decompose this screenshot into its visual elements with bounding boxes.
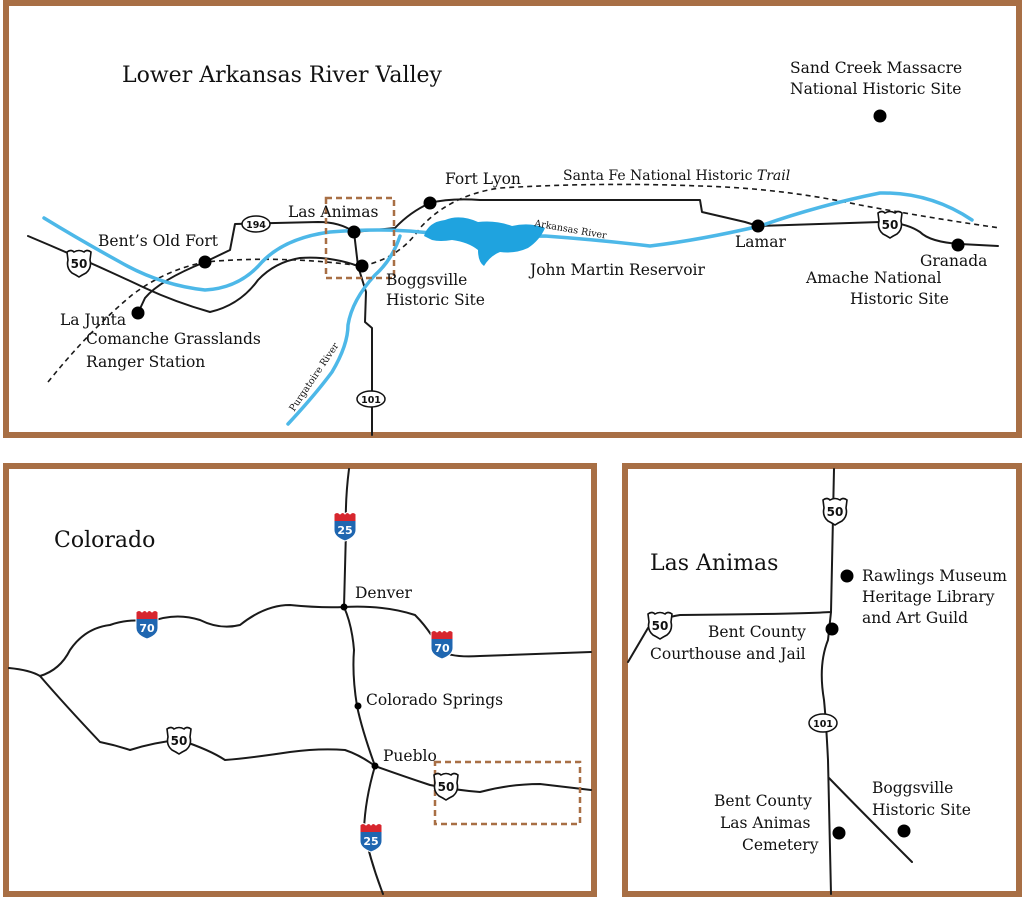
bents-fort-label: Bent’s Old Fort	[98, 232, 219, 250]
courthouse-label-2: Courthouse and Jail	[650, 645, 806, 663]
boggsville-town-label-1: Boggsville	[872, 779, 953, 797]
lamar-label: Lamar	[735, 233, 786, 251]
comanche-label-2: Ranger Station	[86, 353, 205, 371]
pueblo-dot	[371, 762, 379, 770]
us50-west-road	[27, 235, 359, 313]
rawlings-dot	[840, 569, 854, 583]
reservoir-label: John Martin Reservoir	[528, 261, 705, 279]
rawlings-label-1: Rawlings Museum	[862, 567, 1007, 585]
svg-text:50: 50	[438, 780, 455, 794]
co101-town-road	[820, 611, 832, 895]
las-animas-dot	[347, 225, 361, 239]
pueblo-label: Pueblo	[383, 747, 437, 765]
road-fort-lyon-lamar	[429, 198, 759, 227]
us50-shield-town-north: 50	[822, 497, 848, 526]
svg-text:25: 25	[363, 835, 378, 848]
us50-shield-colorado-east: 50	[433, 772, 459, 801]
colorado-panel: 25 25 70 70 50 50 Colorado Denver Colora…	[3, 463, 597, 897]
svg-text:50: 50	[882, 218, 899, 232]
colorado-springs-dot	[354, 702, 362, 710]
i70-shield-east: 70	[430, 630, 454, 660]
rawlings-label-2: Heritage Library	[862, 588, 995, 606]
svg-text:70: 70	[434, 642, 450, 655]
las-animas-title: Las Animas	[650, 551, 778, 576]
valley-panel: 50 50 194 101 Lower Arkansas River Valle…	[3, 0, 1022, 438]
las-animas-frame	[622, 463, 1022, 897]
boggsville-town-label-2: Historic Site	[872, 801, 971, 819]
us50-shield-east: 50	[877, 210, 903, 239]
amache-label-1: Amache National	[805, 269, 941, 287]
denver-label: Denver	[355, 584, 413, 602]
svg-text:70: 70	[139, 622, 155, 635]
svg-text:50: 50	[71, 257, 88, 271]
courthouse-label-1: Bent County	[708, 623, 806, 641]
co194-shield: 194	[241, 215, 271, 233]
sand-creek-label-2: National Historic Site	[790, 80, 961, 98]
valley-title: Lower Arkansas River Valley	[122, 63, 443, 88]
valley-inset-box	[433, 760, 582, 826]
rawlings-label-3: and Art Guild	[862, 609, 968, 627]
us50-shield-west: 50	[66, 249, 92, 278]
denver-dot	[340, 603, 348, 611]
purgatoire-river	[286, 234, 402, 426]
boggsville-town-dot	[897, 824, 911, 838]
santa-fe-trail	[47, 183, 1001, 383]
fort-lyon-label: Fort Lyon	[445, 170, 521, 188]
svg-text:50: 50	[827, 505, 844, 519]
las-animas-panel: 50 50 101 Las Animas Rawlings Museum Her…	[622, 463, 1022, 897]
svg-text:194: 194	[246, 220, 266, 231]
i25-shield-south: 25	[359, 823, 383, 853]
lamar-dot	[751, 219, 765, 233]
co101-shield-valley: 101	[356, 390, 386, 408]
us50-shield-town-west: 50	[647, 611, 673, 640]
boggsville-label-1: Boggsville	[386, 271, 467, 289]
cemetery-label-2: Las Animas	[720, 814, 810, 832]
svg-text:101: 101	[361, 395, 381, 406]
svg-text:25: 25	[337, 524, 352, 537]
amache-label-2: Historic Site	[850, 290, 949, 308]
la-junta-label: La Junta	[60, 311, 126, 329]
svg-text:50: 50	[171, 734, 188, 748]
boggsville-road	[828, 777, 913, 863]
bents-fort-dot	[198, 255, 212, 269]
colorado-frame	[3, 463, 597, 897]
la-junta-dot	[131, 306, 145, 320]
us50-town-road	[627, 468, 835, 663]
las-animas-inset-box	[324, 196, 396, 280]
fort-lyon-dot	[423, 196, 437, 210]
sand-creek-dot	[873, 109, 887, 123]
las-animas-label: Las Animas	[288, 203, 378, 221]
granada-label: Granada	[920, 252, 987, 270]
colorado-springs-label: Colorado Springs	[366, 691, 503, 709]
us50-shield-colorado-west: 50	[166, 726, 192, 755]
cemetery-label-1: Bent County	[714, 792, 812, 810]
co101-shield-town: 101	[808, 713, 838, 733]
i70-shield-west: 70	[135, 610, 159, 640]
cemetery-dot	[832, 826, 846, 840]
granada-dot	[951, 238, 965, 252]
i70-road	[8, 604, 592, 677]
i25-shield-north: 25	[333, 512, 357, 542]
comanche-label-1: Comanche Grasslands	[86, 330, 261, 348]
colorado-title: Colorado	[54, 528, 155, 553]
sand-creek-label-1: Sand Creek Massacre	[790, 59, 962, 77]
boggsville-dot	[355, 259, 369, 273]
svg-text:50: 50	[652, 619, 669, 633]
boggsville-label-2: Historic Site	[386, 291, 485, 309]
co101-road	[357, 265, 373, 436]
valley-frame	[3, 0, 1022, 438]
svg-text:101: 101	[813, 719, 833, 730]
cemetery-label-3: Cemetery	[742, 836, 819, 854]
santa-fe-trail-label: Santa Fe National Historic Trail	[563, 168, 790, 184]
john-martin-reservoir	[424, 217, 545, 266]
courthouse-dot	[825, 622, 839, 636]
